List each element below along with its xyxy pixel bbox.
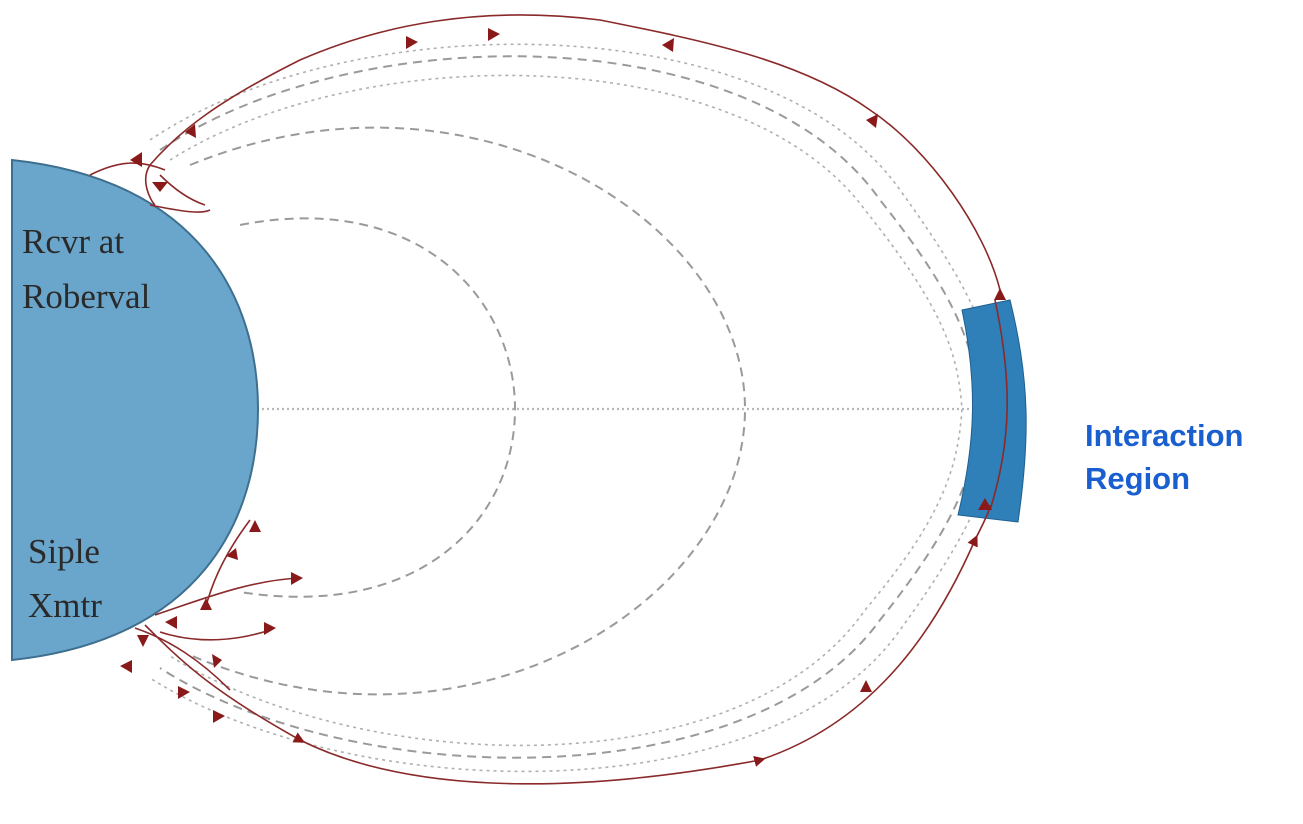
earth-hemisphere xyxy=(11,158,260,662)
transmitter-label-line2: Xmtr xyxy=(28,586,102,625)
region-label-line2: Region xyxy=(1085,461,1190,496)
interaction-region xyxy=(957,299,1027,523)
field-line-middle xyxy=(189,126,747,696)
region-label-line1: Interaction xyxy=(1085,418,1243,453)
ray-path-main xyxy=(144,504,991,785)
field-line-outer-3 xyxy=(169,74,963,747)
ray-arrows xyxy=(120,28,1006,723)
receiver-label-line1: Rcvr at xyxy=(22,222,124,261)
ray-path-near-tx xyxy=(134,519,301,691)
transmitter-label-line1: Siple xyxy=(28,532,100,571)
field-line-outer-2 xyxy=(149,43,1001,773)
field-line-inner xyxy=(239,217,517,598)
ray-path-near-rx xyxy=(89,162,211,213)
interaction-region-line xyxy=(989,299,1008,511)
receiver-label-line2: Roberval xyxy=(22,277,151,316)
ray-path-return xyxy=(145,14,1001,291)
field-line-outer-1 xyxy=(159,55,982,759)
